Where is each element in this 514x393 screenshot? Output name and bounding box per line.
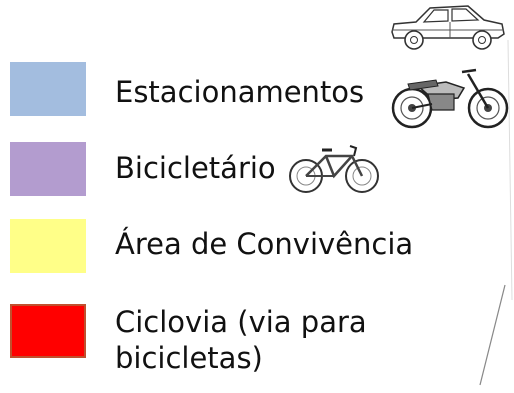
motorcycle-icon <box>391 68 509 129</box>
swatch-common-area <box>10 219 86 273</box>
swatch-bike-lane <box>10 304 86 358</box>
label-bike-lane-line2: bicicletas) <box>115 341 263 375</box>
label-parking: Estacionamentos <box>115 75 365 109</box>
swatch-bike-rack <box>10 142 86 196</box>
label-common-area: Área de Convivência <box>115 227 414 261</box>
label-bike-lane-line1: Ciclovia (via para <box>115 305 367 339</box>
car-icon <box>391 5 505 50</box>
label-bike-rack: Bicicletário <box>115 151 276 185</box>
bicycle-icon <box>289 145 379 193</box>
swatch-parking <box>10 62 86 116</box>
